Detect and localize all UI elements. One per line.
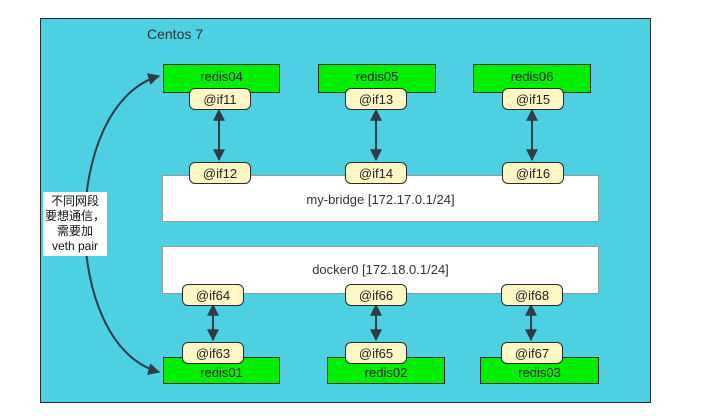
- interface-if13: @if13: [345, 88, 407, 110]
- veth-pair-note: 不同网段 要想通信， 需要加 veth pair: [43, 192, 107, 256]
- bridge-label: my-bridge [172.17.0.1/24]: [306, 192, 455, 207]
- note-line: veth pair: [51, 239, 99, 253]
- interface-if14: @if14: [345, 162, 407, 184]
- note-line: 要想通信，: [44, 209, 105, 223]
- container-label: redis03: [518, 365, 561, 380]
- container-label: redis05: [355, 69, 399, 84]
- interface-if66: @if66: [345, 284, 407, 306]
- container-label: redis02: [364, 365, 408, 380]
- note-line: 不同网段: [50, 194, 99, 208]
- container-label: redis01: [200, 365, 243, 380]
- host-title: Centos 7: [147, 26, 204, 42]
- interface-if12: @if12: [189, 162, 251, 184]
- container-label: redis06: [510, 69, 554, 84]
- interface-if16: @if16: [502, 162, 564, 184]
- interface-if15: @if15: [502, 88, 564, 110]
- interface-if67: @if67: [501, 342, 563, 364]
- interface-if68: @if68: [501, 284, 563, 306]
- interface-if65: @if65: [345, 342, 407, 364]
- interface-if64: @if64: [182, 284, 244, 306]
- interface-if11: @if11: [189, 88, 251, 110]
- note-line: 需要加: [56, 224, 93, 238]
- interface-if63: @if63: [182, 342, 244, 364]
- bridge-label: docker0 [172.18.0.1/24]: [312, 261, 449, 277]
- container-label: redis04: [200, 69, 243, 84]
